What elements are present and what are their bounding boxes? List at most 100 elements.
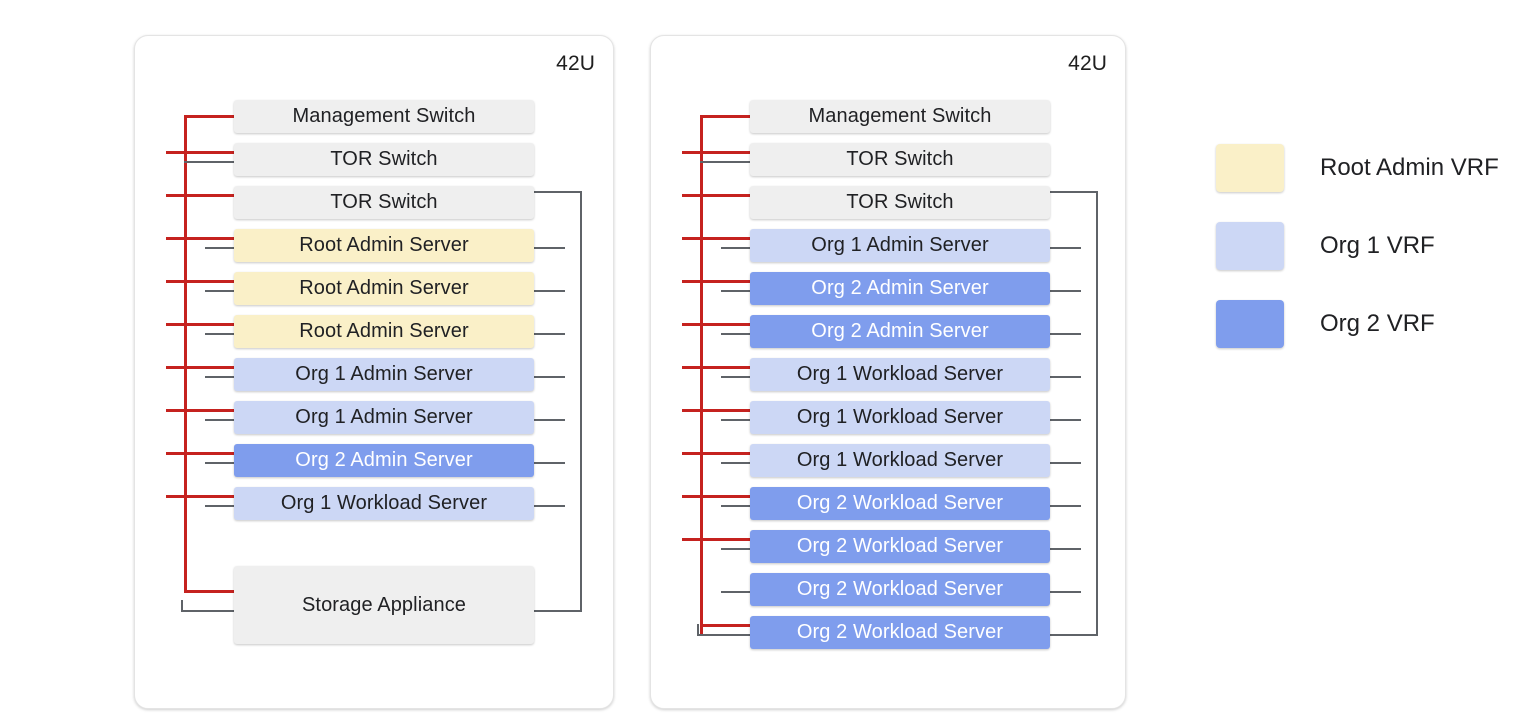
- device-org1-admin-server[interactable]: Org 1 Admin Server: [234, 358, 534, 391]
- data-stub: [205, 376, 236, 378]
- legend: Root Admin VRF Org 1 VRF Org 2 VRF: [1216, 140, 1516, 360]
- legend-item-root-admin-vrf: Root Admin VRF: [1216, 144, 1499, 192]
- uplink-stub: [534, 419, 565, 421]
- data-stub: [721, 419, 752, 421]
- device-label: Org 1 Admin Server: [811, 234, 989, 256]
- power-branch: [166, 495, 236, 498]
- legend-label: Org 1 VRF: [1320, 232, 1435, 259]
- device-label: Management Switch: [292, 105, 476, 127]
- device-org2-workload-server[interactable]: Org 2 Workload Server: [750, 573, 1050, 606]
- data-spine-bottom: [181, 600, 183, 612]
- legend-label: Org 2 VRF: [1320, 310, 1435, 337]
- uplink-segment: [534, 191, 582, 193]
- data-stub: [205, 247, 236, 249]
- uplink-stub: [1050, 376, 1081, 378]
- device-org2-admin-server[interactable]: Org 2 Admin Server: [234, 444, 534, 477]
- device-label: Root Admin Server: [299, 277, 469, 299]
- device-label: Storage Appliance: [301, 593, 467, 616]
- device-org1-workload-server[interactable]: Org 1 Workload Server: [750, 401, 1050, 434]
- data-branch-bottom: [697, 634, 752, 636]
- device-tor-switch[interactable]: TOR Switch: [234, 186, 534, 219]
- device-org2-workload-server[interactable]: Org 2 Workload Server: [750, 616, 1050, 649]
- data-stub: [205, 419, 236, 421]
- device-label: Org 2 Workload Server: [796, 492, 1004, 514]
- data-stub: [205, 333, 236, 335]
- uplink-stub: [1050, 419, 1081, 421]
- power-branch: [682, 194, 752, 197]
- device-org1-workload-server[interactable]: Org 1 Workload Server: [750, 358, 1050, 391]
- power-spine: [700, 115, 703, 636]
- uplink-stub: [1050, 548, 1081, 550]
- power-branch: [184, 115, 236, 118]
- uplink-stub: [1050, 290, 1081, 292]
- legend-label: Root Admin VRF: [1320, 154, 1499, 181]
- device-label: Org 1 Admin Server: [295, 363, 473, 385]
- legend-item-org1-vrf: Org 1 VRF: [1216, 222, 1435, 270]
- data-stub: [721, 290, 752, 292]
- device-org2-workload-server[interactable]: Org 2 Workload Server: [750, 487, 1050, 520]
- device-label: Org 2 Admin Server: [295, 449, 473, 471]
- power-branch: [700, 115, 752, 118]
- device-tor-switch[interactable]: TOR Switch: [750, 143, 1050, 176]
- device-label: TOR Switch: [330, 191, 438, 213]
- device-label: TOR Switch: [846, 148, 954, 170]
- device-root-admin-server[interactable]: Root Admin Server: [234, 229, 534, 262]
- device-org2-admin-server[interactable]: Org 2 Admin Server: [750, 272, 1050, 305]
- power-branch: [166, 237, 236, 240]
- uplink-segment: [1050, 191, 1098, 193]
- device-label: Org 1 Admin Server: [295, 406, 473, 428]
- data-stub: [205, 462, 236, 464]
- device-org1-workload-server[interactable]: Org 1 Workload Server: [750, 444, 1050, 477]
- device-label: Org 2 Admin Server: [811, 320, 989, 342]
- rack-capacity-label: 42U: [556, 52, 595, 75]
- device-org1-admin-server[interactable]: Org 1 Admin Server: [234, 401, 534, 434]
- uplink-stub: [534, 333, 565, 335]
- power-branch: [682, 280, 752, 283]
- device-label: Org 2 Workload Server: [796, 578, 1004, 600]
- device-org2-admin-server[interactable]: Org 2 Admin Server: [750, 315, 1050, 348]
- legend-swatch-org2-vrf: [1216, 300, 1284, 348]
- device-label: Org 2 Admin Server: [811, 277, 989, 299]
- uplink-stub: [1050, 333, 1081, 335]
- device-label: Org 1 Workload Server: [280, 492, 488, 514]
- device-org1-admin-server[interactable]: Org 1 Admin Server: [750, 229, 1050, 262]
- uplink-spine: [1096, 191, 1098, 636]
- data-stub: [721, 247, 752, 249]
- uplink-stub: [534, 247, 565, 249]
- device-root-admin-server[interactable]: Root Admin Server: [234, 272, 534, 305]
- device-org1-workload-server[interactable]: Org 1 Workload Server: [234, 487, 534, 520]
- legend-swatch-org1-vrf: [1216, 222, 1284, 270]
- power-branch: [166, 409, 236, 412]
- power-spine: [184, 115, 187, 593]
- data-stub: [721, 505, 752, 507]
- legend-item-org2-vrf: Org 2 VRF: [1216, 300, 1435, 348]
- device-label: TOR Switch: [330, 148, 438, 170]
- power-branch: [682, 495, 752, 498]
- device-management-switch[interactable]: Management Switch: [750, 100, 1050, 133]
- uplink-stub: [1050, 591, 1081, 593]
- data-stub: [184, 161, 236, 163]
- device-label: Management Switch: [808, 105, 992, 127]
- data-stub: [205, 505, 236, 507]
- power-branch: [166, 452, 236, 455]
- power-branch: [682, 538, 752, 541]
- device-org2-workload-server[interactable]: Org 2 Workload Server: [750, 530, 1050, 563]
- device-tor-switch[interactable]: TOR Switch: [750, 186, 1050, 219]
- device-tor-switch[interactable]: TOR Switch: [234, 143, 534, 176]
- power-branch: [700, 624, 752, 627]
- uplink-stub: [534, 376, 565, 378]
- uplink-stub: [1050, 505, 1081, 507]
- power-branch: [166, 366, 236, 369]
- data-spine-bottom: [697, 624, 699, 636]
- device-label: TOR Switch: [846, 191, 954, 213]
- uplink-stub: [534, 290, 565, 292]
- power-branch: [682, 409, 752, 412]
- uplink-stub: [1050, 247, 1081, 249]
- device-storage-appliance[interactable]: Storage Appliance: [234, 566, 534, 644]
- device-root-admin-server[interactable]: Root Admin Server: [234, 315, 534, 348]
- data-stub: [721, 333, 752, 335]
- power-branch: [682, 151, 752, 154]
- uplink-segment-storage: [534, 610, 582, 612]
- device-management-switch[interactable]: Management Switch: [234, 100, 534, 133]
